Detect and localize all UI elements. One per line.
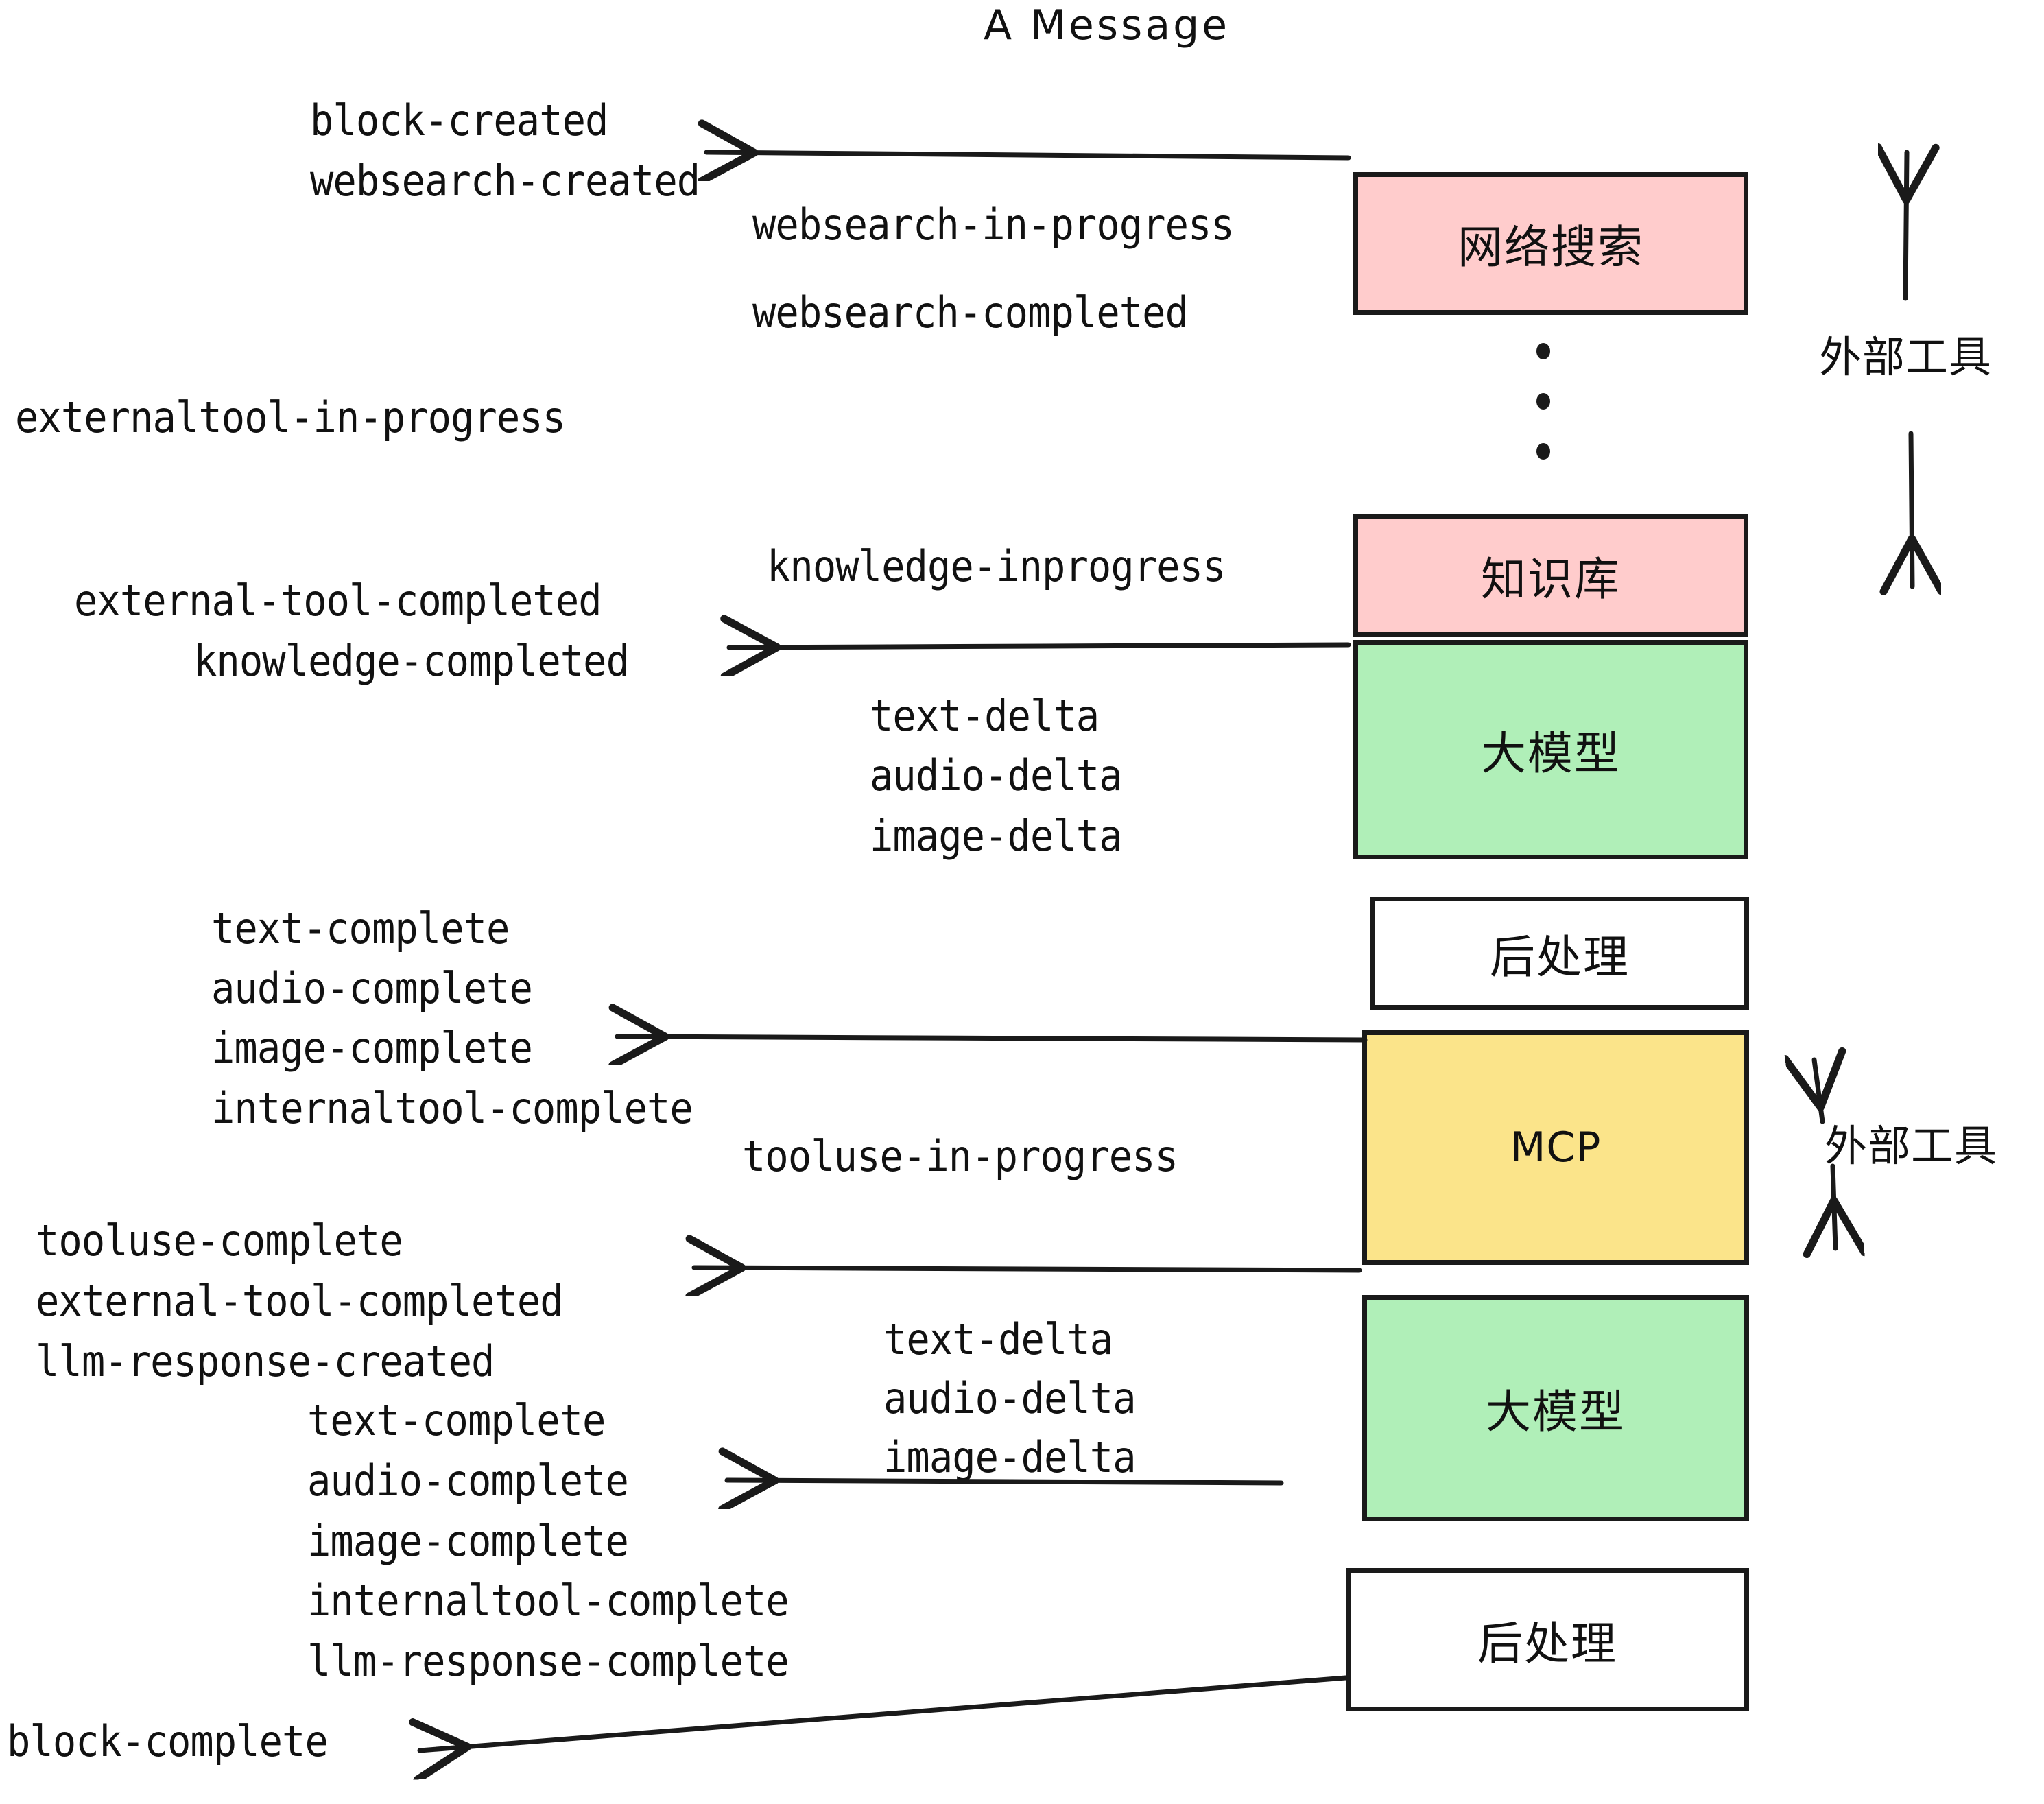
event-knowledge-inprogress: knowledge-inprogress <box>767 541 1226 591</box>
event-websearch-in-progress: websearch-in-progress <box>752 200 1235 250</box>
event-text-delta-first: text-delta <box>870 691 1100 741</box>
event-image-complete-second: image-complete <box>307 1516 629 1566</box>
event-audio-complete-second: audio-complete <box>307 1456 629 1506</box>
event-websearch-completed: websearch-completed <box>752 287 1189 337</box>
node-llm-second[interactable]: 大模型 <box>1362 1295 1749 1521</box>
node-postprocess-second[interactable]: 后处理 <box>1346 1568 1749 1711</box>
arrow-llm-first-to-image-complete <box>617 1036 1368 1040</box>
arrow-websearch-to-block-created <box>706 152 1351 158</box>
arrow-knowledge-to-knowledge-completed <box>729 645 1351 648</box>
node-mcp-label: MCP <box>1510 1124 1602 1172</box>
side-label-external-tools-bottom: 外部工具 <box>1825 1121 1998 1171</box>
event-internaltool-complete-second: internaltool-complete <box>307 1576 789 1626</box>
node-llm-second-label: 大模型 <box>1486 1386 1626 1438</box>
node-llm-first[interactable]: 大模型 <box>1353 640 1748 859</box>
event-external-tool-completed-second: external-tool-completed <box>36 1276 564 1326</box>
event-block-complete: block-complete <box>7 1716 329 1766</box>
node-llm-first-label: 大模型 <box>1481 727 1621 780</box>
node-postprocess-first[interactable]: 后处理 <box>1370 897 1749 1010</box>
event-externaltool-in-progress: externaltool-in-progress <box>15 392 566 442</box>
event-image-delta-first: image-delta <box>870 811 1123 861</box>
event-tooluse-in-progress: tooluse-in-progress <box>742 1131 1178 1181</box>
node-websearch[interactable]: 网络搜索 <box>1353 172 1748 315</box>
event-image-delta-second: image-delta <box>883 1432 1137 1482</box>
event-llm-response-complete: llm-response-complete <box>307 1636 789 1686</box>
event-text-delta-second: text-delta <box>883 1314 1113 1364</box>
event-text-complete-second: text-complete <box>307 1395 606 1445</box>
side-label-external-tools-top: 外部工具 <box>1819 332 1993 382</box>
event-llm-response-created: llm-response-created <box>36 1336 495 1386</box>
event-audio-delta-first: audio-delta <box>870 750 1123 800</box>
event-external-tool-completed-first: external-tool-completed <box>74 575 602 626</box>
event-knowledge-completed: knowledge-completed <box>193 636 630 686</box>
arrow-mcp-to-tooluse-complete <box>694 1268 1362 1270</box>
arrow-postprocess-to-block-complete <box>420 1675 1348 1750</box>
event-websearch-created: websearch-created <box>310 156 700 206</box>
event-audio-complete-first: audio-complete <box>211 963 533 1013</box>
event-block-created: block-created <box>310 95 608 145</box>
event-tooluse-complete: tooluse-complete <box>36 1215 403 1266</box>
vertical-ellipsis-icon <box>1536 343 1550 460</box>
event-text-complete-first: text-complete <box>211 903 510 953</box>
event-audio-delta-second: audio-delta <box>883 1373 1137 1423</box>
node-postprocess-second-label: 后处理 <box>1477 1617 1617 1670</box>
node-websearch-label: 网络搜索 <box>1458 221 1644 274</box>
diagram-title: A Message <box>984 1 1231 49</box>
node-postprocess-first-label: 后处理 <box>1490 930 1630 984</box>
event-image-complete-first: image-complete <box>211 1023 533 1073</box>
node-knowledge[interactable]: 知识库 <box>1353 514 1748 637</box>
event-internaltool-complete-first: internaltool-complete <box>211 1083 693 1133</box>
node-knowledge-label: 知识库 <box>1481 553 1621 606</box>
node-mcp[interactable]: MCP <box>1362 1030 1749 1265</box>
